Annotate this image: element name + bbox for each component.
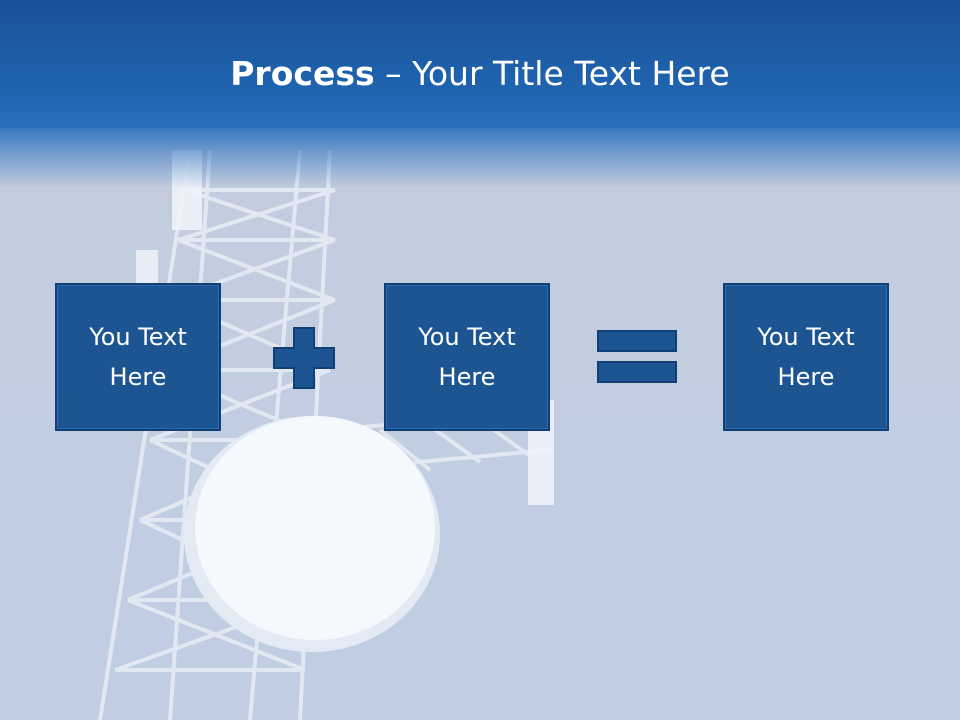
header-band	[0, 0, 960, 130]
process-box-2[interactable]: You Text Here	[384, 283, 550, 431]
process-box-1-text: You Text Here	[89, 323, 187, 391]
process-box-3-text: You Text Here	[757, 323, 855, 391]
equals-icon	[597, 330, 677, 383]
header-fade	[0, 128, 960, 188]
process-box-3[interactable]: You Text Here	[723, 283, 889, 431]
slide-title: Process – Your Title Text Here	[0, 52, 960, 96]
plus-icon	[273, 327, 335, 389]
title-rest: – Your Title Text Here	[374, 54, 730, 93]
process-box-1[interactable]: You Text Here	[55, 283, 221, 431]
process-box-2-text: You Text Here	[418, 323, 516, 391]
title-bold: Process	[230, 54, 375, 93]
